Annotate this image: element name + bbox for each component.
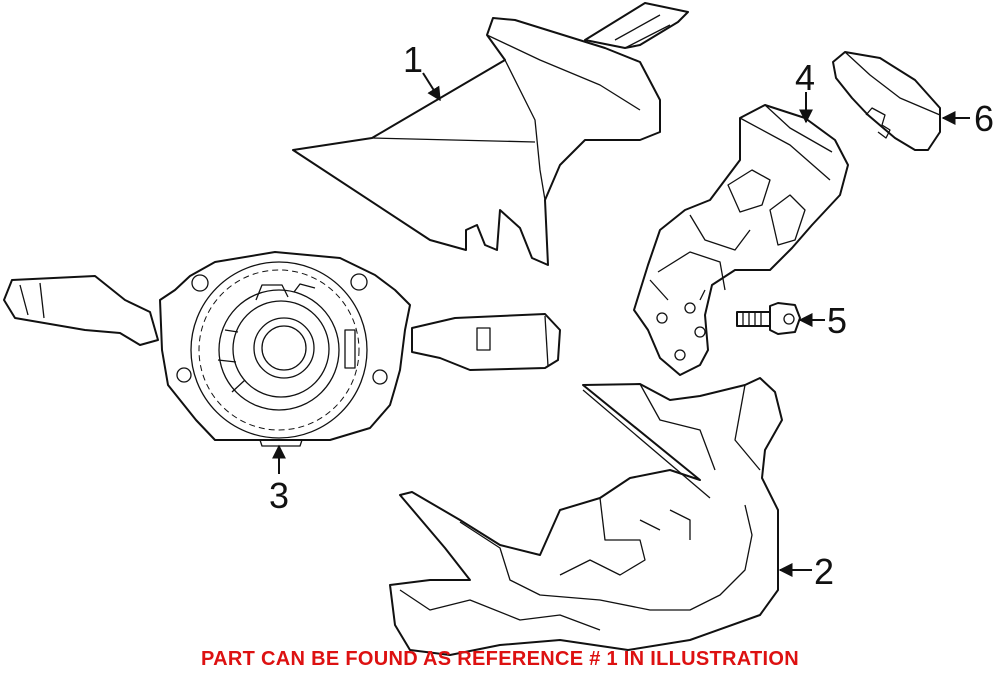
upper-column-shroud bbox=[292, 2, 689, 266]
sensor-module bbox=[832, 51, 941, 151]
lower-column-shroud bbox=[389, 377, 783, 656]
callout-5: 5 bbox=[827, 300, 847, 341]
callout-3: 3 bbox=[269, 475, 289, 516]
steering-lock-housing bbox=[633, 104, 849, 376]
column-switch-cluster bbox=[3, 251, 561, 447]
callout-4: 4 bbox=[795, 57, 815, 98]
reference-note: PART CAN BE FOUND AS REFERENCE # 1 IN IL… bbox=[201, 648, 799, 670]
callout-1: 1 bbox=[403, 39, 423, 80]
callout-2: 2 bbox=[814, 551, 834, 592]
callout-6: 6 bbox=[974, 98, 994, 139]
mounting-bolt bbox=[736, 302, 801, 335]
leader-line-1 bbox=[422, 72, 441, 102]
